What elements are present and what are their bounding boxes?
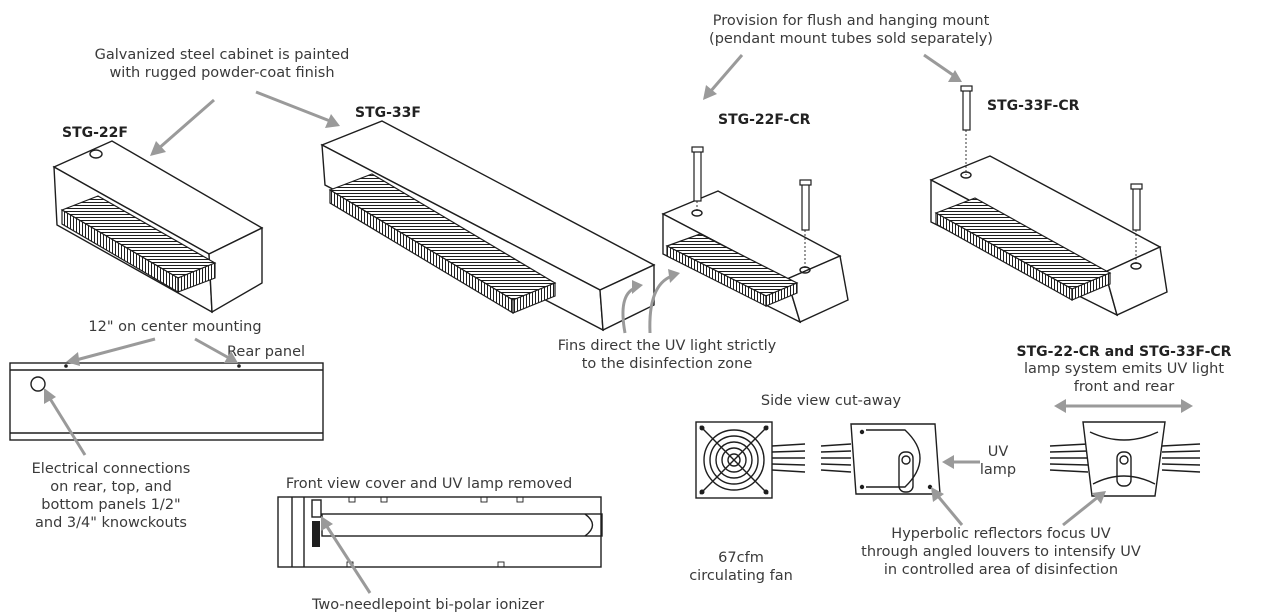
- label-electrical-line3: bottom panels 1/2": [41, 497, 180, 513]
- model-label-stg33f: STG-33F: [355, 105, 421, 121]
- label-fins-line2: to the disinfection zone: [582, 356, 753, 372]
- label-fins: Fins direct the UV light strictly to the…: [558, 338, 777, 372]
- label-provision-line2: (pendant mount tubes sold separately): [709, 31, 993, 47]
- label-provision: Provision for flush and hanging mount (p…: [709, 13, 993, 47]
- label-ionizer: Two-needlepoint bi-polar ionizer: [311, 597, 544, 613]
- front-view-cutaway: [277, 496, 603, 568]
- rear-panel-view: [9, 362, 324, 441]
- label-galvanized-line2: with rugged powder-coat finish: [109, 65, 334, 81]
- model-label-stg22fcr: STG-22F-CR: [718, 112, 811, 128]
- unit-stg33f: [320, 120, 656, 332]
- label-uv-lamp-line2: lamp: [980, 462, 1016, 478]
- label-electrical-line4: and 3/4" knowckouts: [35, 515, 187, 531]
- label-uv-lamp-line1: UV: [988, 444, 1009, 460]
- label-rear-panel: Rear panel: [227, 344, 305, 360]
- label-cr-desc-line2: front and rear: [1074, 379, 1174, 395]
- ionizer-block: [312, 521, 320, 547]
- side-view-fan: [695, 421, 806, 499]
- pendant-tube-top: [962, 89, 971, 131]
- side-view-cr-lamp: [1049, 421, 1201, 497]
- knockout-icon: [30, 376, 46, 392]
- label-cr-desc-line1: lamp system emits UV light: [1024, 361, 1224, 377]
- label-hyperbolic-line3: in controlled area of disinfection: [884, 562, 1118, 578]
- model-label-stg22f: STG-22F: [62, 125, 128, 141]
- label-side-view: Side view cut-away: [761, 393, 902, 409]
- label-cr-heading: STG-22-CR and STG-33F-CR: [1017, 344, 1232, 360]
- label-fan-line2: circulating fan: [689, 568, 793, 584]
- label-galvanized-line1: Galvanized steel cabinet is painted: [95, 47, 350, 63]
- callout-arrows: [44, 53, 1193, 594]
- label-hyperbolic-line1: Hyperbolic reflectors focus UV: [891, 526, 1110, 542]
- label-fins-line1: Fins direct the UV light strictly: [558, 338, 777, 354]
- label-electrical-line1: Electrical connections: [32, 461, 191, 477]
- label-galvanized: Galvanized steel cabinet is painted with…: [95, 47, 350, 81]
- label-center-mounting: 12" on center mounting: [88, 319, 261, 335]
- pendant-tube-left: [693, 150, 702, 202]
- unit-stg33fcr: [929, 85, 1168, 317]
- unit-stg22f: [52, 140, 264, 314]
- model-label-stg33fcr: STG-33F-CR: [987, 98, 1080, 114]
- label-hyperbolic-line2: through angled louvers to intensify UV: [861, 544, 1141, 560]
- label-hyperbolic: Hyperbolic reflectors focus UV through a…: [861, 526, 1141, 578]
- pendant-tube-side: [1132, 187, 1141, 231]
- label-electrical-line2: on rear, top, and: [50, 479, 172, 495]
- side-view-lamp: [820, 423, 941, 495]
- pendant-tube-right: [801, 183, 810, 231]
- label-electrical: Electrical connections on rear, top, and…: [32, 461, 191, 531]
- label-fan-line1: 67cfm: [718, 550, 764, 566]
- label-provision-line1: Provision for flush and hanging mount: [713, 13, 990, 29]
- label-front-view: Front view cover and UV lamp removed: [286, 476, 572, 492]
- unit-stg22fcr: [661, 146, 849, 324]
